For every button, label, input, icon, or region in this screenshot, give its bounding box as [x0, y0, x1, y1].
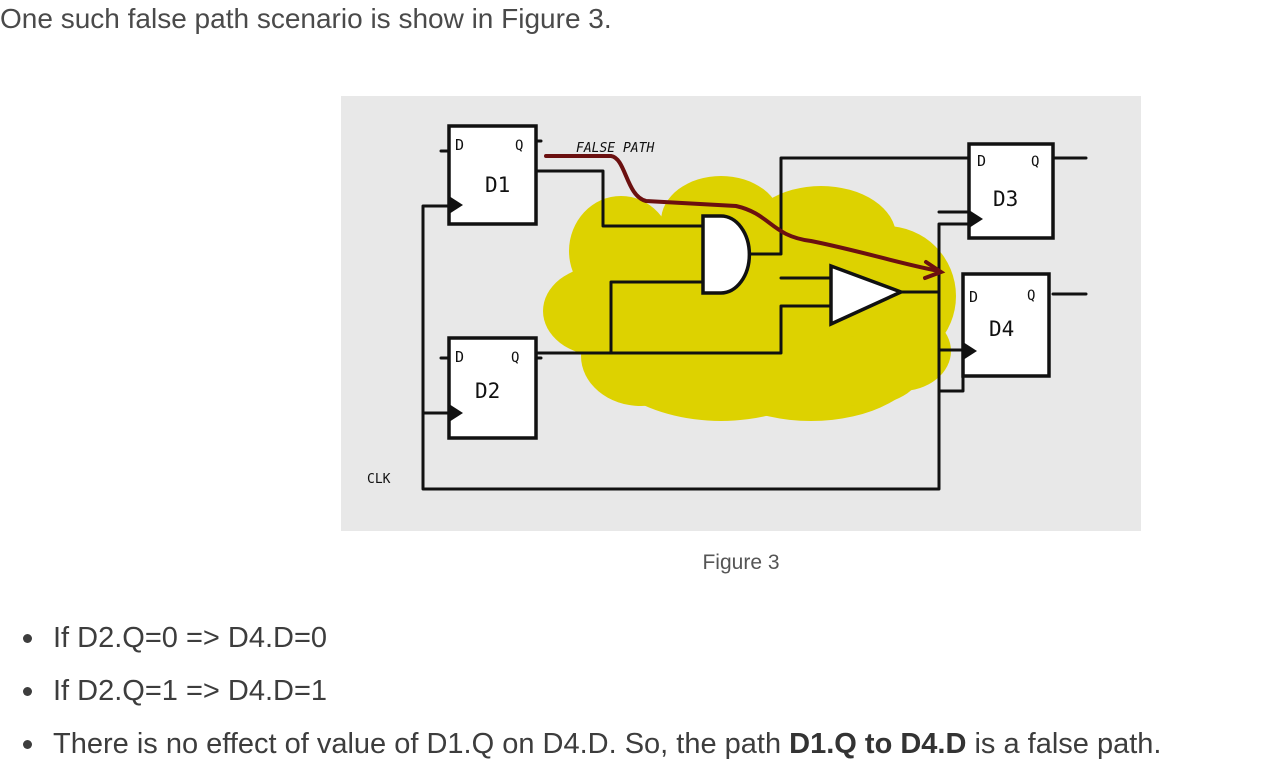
bullet-text: If D2.Q=1 => D4.D=1	[53, 675, 328, 707]
bullet-list: If D2.Q=0 => D4.D=0 If D2.Q=1 => D4.D=1 …	[20, 612, 1260, 771]
list-item: If D2.Q=1 => D4.D=1	[20, 665, 1260, 718]
list-item: If D2.Q=0 => D4.D=0	[20, 612, 1260, 665]
bullet-text-pre: There is no effect of value of D1.Q on D…	[53, 728, 790, 760]
d1-pin-d: D	[455, 136, 464, 154]
figure-3: D Q D1 D Q D2 D Q D3 D Q D4	[341, 96, 1141, 531]
flipflop-d2: D Q D2	[447, 336, 538, 440]
comparator-gate	[829, 263, 906, 327]
flipflop-d1: D Q D1	[447, 124, 538, 226]
and-gate	[701, 214, 752, 295]
d2-pin-d: D	[455, 348, 464, 366]
intro-text: One such false path scenario is show in …	[0, 3, 612, 34]
d3-pin-q: Q	[1031, 154, 1039, 170]
d2-pin-q: Q	[511, 350, 519, 366]
false-path-label: FALSE PATH	[576, 141, 654, 156]
d4-label: D4	[989, 317, 1014, 341]
flipflop-d3: D Q D3	[967, 142, 1055, 240]
logic-cloud	[543, 176, 956, 421]
false-path-arrow	[544, 154, 946, 280]
clk-label: CLK	[367, 472, 391, 487]
d2-label: D2	[475, 379, 500, 403]
flipflop-d4: D Q D4	[961, 272, 1051, 378]
figure-caption: Figure 3	[702, 551, 780, 574]
list-item: There is no effect of value of D1.Q on D…	[20, 718, 1260, 771]
d4-pin-d: D	[969, 288, 978, 306]
d1-label: D1	[485, 173, 510, 197]
d3-pin-d: D	[977, 152, 986, 170]
d1-pin-q: Q	[515, 138, 523, 154]
bullet-text-post: is a false path.	[966, 728, 1162, 760]
false-path-diagram: D Q D1 D Q D2 D Q D3 D Q D4	[367, 124, 1088, 491]
bullet-text: If D2.Q=0 => D4.D=0	[53, 622, 328, 654]
false-path-emphasis: D1.Q to D4.D	[789, 728, 967, 760]
d4-pin-q: Q	[1027, 288, 1035, 304]
d3-label: D3	[993, 187, 1018, 211]
